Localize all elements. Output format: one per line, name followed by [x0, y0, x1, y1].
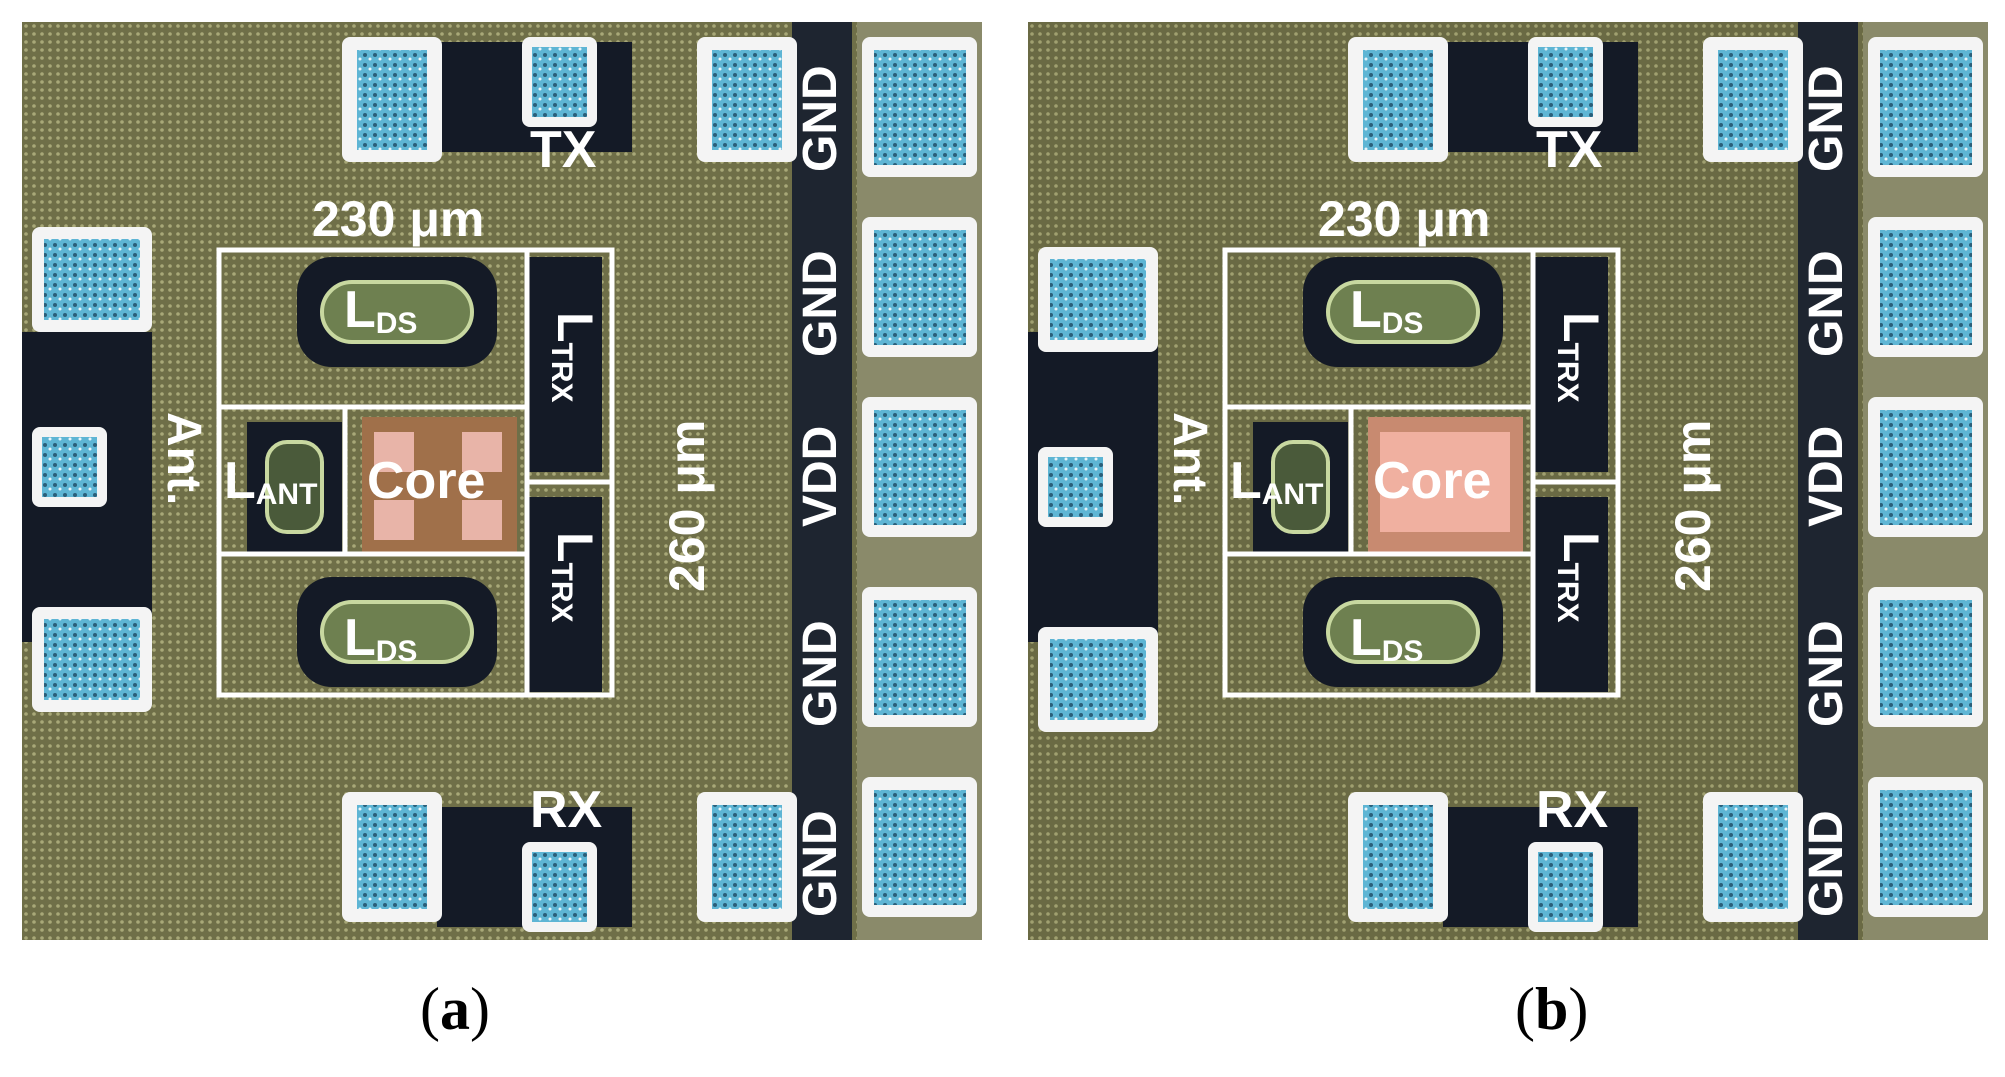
block-outline — [1222, 247, 1621, 698]
pin-label: VDD — [1800, 425, 1853, 527]
pin-label: GND — [794, 250, 847, 357]
core-label: Core — [367, 452, 486, 510]
pad-group — [1038, 37, 1983, 932]
panel-b-chip-photo: TX RX 230 μm 260 μm Ant. LDS LDS LANT Co… — [1028, 22, 1988, 940]
ltrx-bottom-label: LTRX — [545, 532, 603, 623]
lds-top-label: LDS — [1350, 281, 1424, 340]
height-dimension-label: 260 μm — [1665, 419, 1721, 592]
lds-bottom-label: LDS — [1350, 609, 1424, 668]
lant-label: LANT — [1230, 452, 1324, 511]
lds-top-label: LDS — [344, 281, 418, 340]
core-cell — [374, 432, 414, 472]
block-outline — [216, 247, 615, 698]
width-dimension-label: 230 μm — [1318, 191, 1491, 247]
pin-label: GND — [1800, 620, 1853, 727]
ant-label: Ant. — [157, 412, 210, 506]
tx-label: TX — [1536, 121, 1603, 179]
core-label: Core — [1373, 452, 1492, 510]
pin-label: GND — [794, 65, 847, 172]
ltrx-bottom-label: LTRX — [1551, 532, 1609, 623]
lds-bottom-label: LDS — [344, 609, 418, 668]
pin-label: VDD — [794, 425, 847, 527]
caption-b: (b) — [1515, 976, 1589, 1042]
ant-label: Ant. — [1163, 412, 1216, 506]
pin-label: GND — [794, 810, 847, 917]
lant-label: LANT — [224, 452, 318, 511]
panel-b-die-image — [1028, 22, 1988, 940]
tx-label: TX — [530, 121, 597, 179]
panel-a-chip-photo: TX RX 230 μm 260 μm Ant. LDS LDS LANT Co… — [22, 22, 982, 940]
height-dimension-label: 260 μm — [659, 419, 715, 592]
pin-label: GND — [794, 620, 847, 727]
rx-label: RX — [530, 781, 603, 839]
caption-a: (a) — [420, 976, 490, 1042]
pin-label: GND — [1800, 250, 1853, 357]
ltrx-top-label: LTRX — [545, 312, 603, 403]
pin-label: GND — [1800, 65, 1853, 172]
ltrx-top-label: LTRX — [1551, 312, 1609, 403]
rx-label: RX — [1536, 781, 1609, 839]
width-dimension-label: 230 μm — [312, 191, 485, 247]
pad-group — [32, 37, 977, 932]
core-cell — [1380, 432, 1510, 532]
panel-a-die-image — [22, 22, 982, 940]
pin-label: GND — [1800, 810, 1853, 917]
